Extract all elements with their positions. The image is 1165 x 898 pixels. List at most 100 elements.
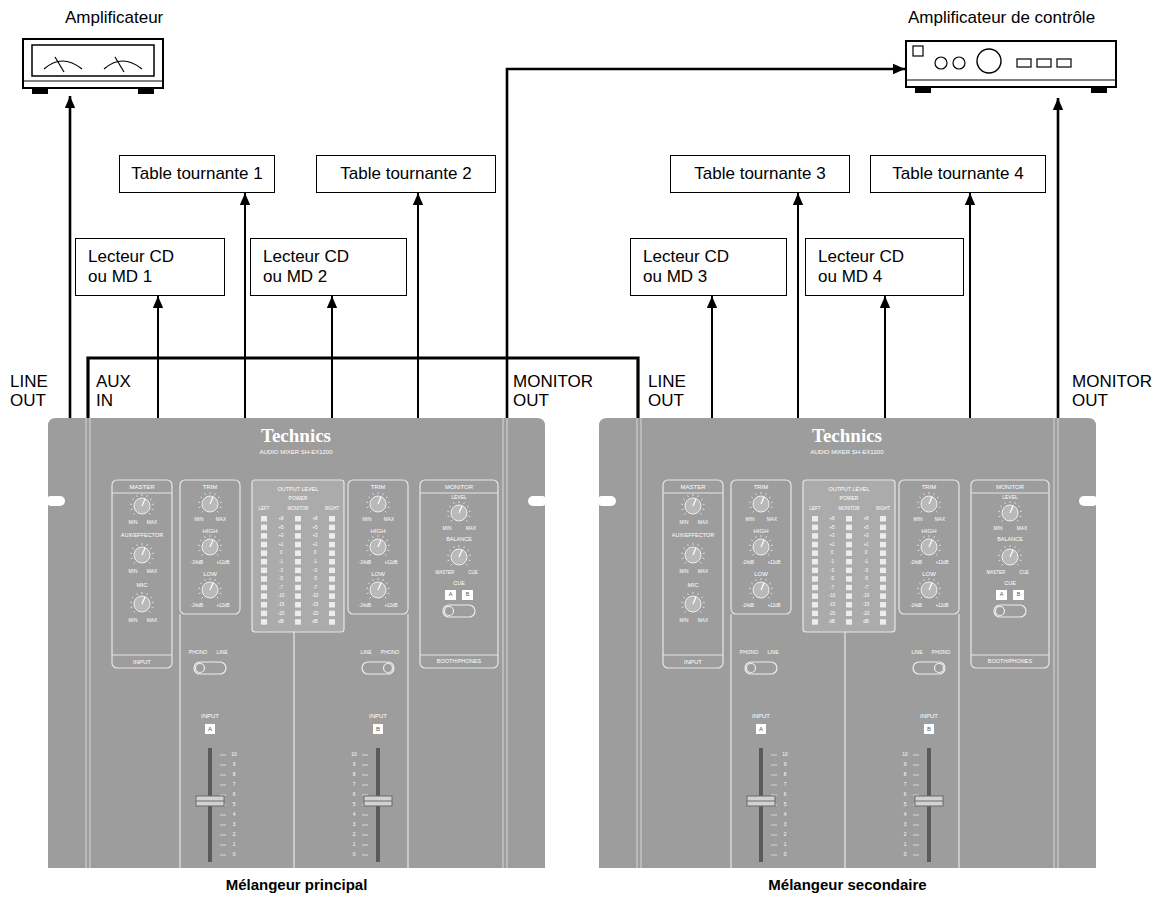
panel-label: -20 bbox=[278, 611, 285, 616]
knob-tick bbox=[750, 593, 752, 595]
switch-lever bbox=[384, 664, 393, 673]
panel-label: MIN bbox=[680, 619, 689, 624]
led-segment bbox=[261, 568, 267, 574]
panel-label: -20 bbox=[312, 611, 319, 616]
knob-tick bbox=[761, 535, 762, 537]
amp-plinth bbox=[906, 80, 1116, 81]
panel-label: MIN bbox=[994, 527, 1003, 532]
panel-label: 2 bbox=[233, 833, 236, 838]
knob-tick bbox=[917, 545, 919, 546]
knob-tick bbox=[1000, 506, 1002, 507]
panel-label: LEVEL bbox=[1002, 495, 1018, 500]
knob-tick bbox=[463, 502, 465, 504]
led-segment bbox=[295, 611, 301, 617]
strip-line bbox=[407, 614, 408, 868]
knob-tick bbox=[999, 516, 1001, 518]
panel-label: 4 bbox=[233, 813, 236, 818]
panel-label: BALANCE bbox=[446, 537, 472, 543]
rotary-knob bbox=[921, 539, 937, 555]
knob-tick bbox=[765, 536, 767, 538]
knob-tick bbox=[765, 493, 767, 495]
channel-tag bbox=[205, 724, 215, 734]
panel-label: MAX bbox=[147, 619, 157, 624]
panel-label: +1 bbox=[278, 543, 283, 548]
knob-tick bbox=[136, 495, 138, 497]
meter-box bbox=[252, 480, 344, 632]
knob-tick bbox=[370, 554, 371, 555]
panel-label: -7 bbox=[279, 586, 283, 591]
panel-label: 1 bbox=[784, 843, 787, 848]
knob-tick bbox=[771, 507, 773, 509]
knob-tick bbox=[198, 588, 200, 589]
section-box bbox=[731, 480, 791, 614]
knob-tick bbox=[152, 504, 154, 505]
knob-tick bbox=[372, 493, 374, 495]
knob-tick bbox=[749, 545, 751, 546]
panel-label: INPUT bbox=[920, 713, 938, 719]
knob-tick bbox=[131, 509, 133, 511]
knob-tick bbox=[366, 588, 368, 589]
panel-label: +5 bbox=[863, 525, 868, 530]
knob-tick bbox=[132, 499, 134, 500]
knob-tick bbox=[703, 602, 705, 603]
knob-tick bbox=[367, 550, 369, 552]
meter-window bbox=[32, 45, 154, 76]
fader-tick bbox=[913, 855, 919, 856]
amp-foot bbox=[138, 88, 154, 94]
panel-label: MAX bbox=[698, 570, 708, 575]
fader-knob bbox=[196, 796, 224, 806]
node-heading: Amplificateur bbox=[65, 8, 163, 28]
knob-tick bbox=[386, 583, 388, 584]
knob-tick bbox=[388, 507, 390, 509]
knob-tick bbox=[929, 492, 930, 494]
panel-label: +3 bbox=[312, 534, 317, 539]
led-segment bbox=[880, 576, 886, 582]
panel-label: BALANCE bbox=[997, 537, 1023, 543]
panel-label: HIGH bbox=[203, 528, 218, 534]
led-segment bbox=[812, 568, 818, 574]
knob-tick bbox=[750, 507, 752, 509]
panel-label: OUTPUT LEVEL bbox=[828, 487, 869, 493]
switch-lever bbox=[935, 664, 944, 673]
rotary-knob bbox=[202, 539, 218, 555]
knob-tick bbox=[368, 497, 370, 498]
knob-tick bbox=[683, 548, 685, 549]
knob-tick bbox=[1010, 545, 1011, 547]
panel-label: 0 bbox=[353, 853, 356, 858]
panel-label: MIC bbox=[688, 582, 699, 588]
signal-cable bbox=[69, 96, 72, 418]
panel-label: 8 bbox=[784, 773, 787, 778]
led-segment bbox=[329, 619, 335, 625]
knob-tick bbox=[751, 540, 753, 541]
led-segment bbox=[329, 516, 335, 522]
panel-label: 9 bbox=[904, 763, 907, 768]
panel-groove bbox=[89, 418, 90, 868]
panel-label: 0 bbox=[865, 551, 868, 556]
knob-tick bbox=[453, 502, 455, 504]
led-segment bbox=[880, 619, 886, 625]
led-segment bbox=[295, 533, 301, 539]
fader-mark bbox=[364, 801, 392, 802]
led-segment bbox=[261, 550, 267, 556]
panel-label: 5 bbox=[233, 803, 236, 808]
signal-cable bbox=[417, 193, 419, 418]
panel-label: -7 bbox=[313, 586, 317, 591]
fader-tick bbox=[362, 835, 368, 836]
player-box: Lecteur CD ou MD 3 bbox=[630, 238, 787, 296]
input-switch bbox=[362, 662, 394, 674]
meter-box bbox=[803, 480, 895, 632]
led-segment bbox=[295, 550, 301, 556]
fader-tick bbox=[771, 765, 777, 766]
panel-label: AUX/EFFECTOR bbox=[672, 533, 714, 539]
node-text: Lecteur CD ou MD 1 bbox=[88, 247, 188, 287]
panel-label: MAX bbox=[698, 619, 708, 624]
led-segment bbox=[880, 593, 886, 599]
knob-tick bbox=[685, 562, 686, 563]
led-segment bbox=[329, 550, 335, 556]
panel-label: +8 bbox=[863, 517, 868, 522]
knob-tick bbox=[703, 553, 705, 554]
knob-tick bbox=[466, 520, 467, 521]
switch-lever bbox=[996, 607, 1005, 616]
fader-tick bbox=[771, 775, 777, 776]
knob-tick bbox=[685, 611, 686, 612]
